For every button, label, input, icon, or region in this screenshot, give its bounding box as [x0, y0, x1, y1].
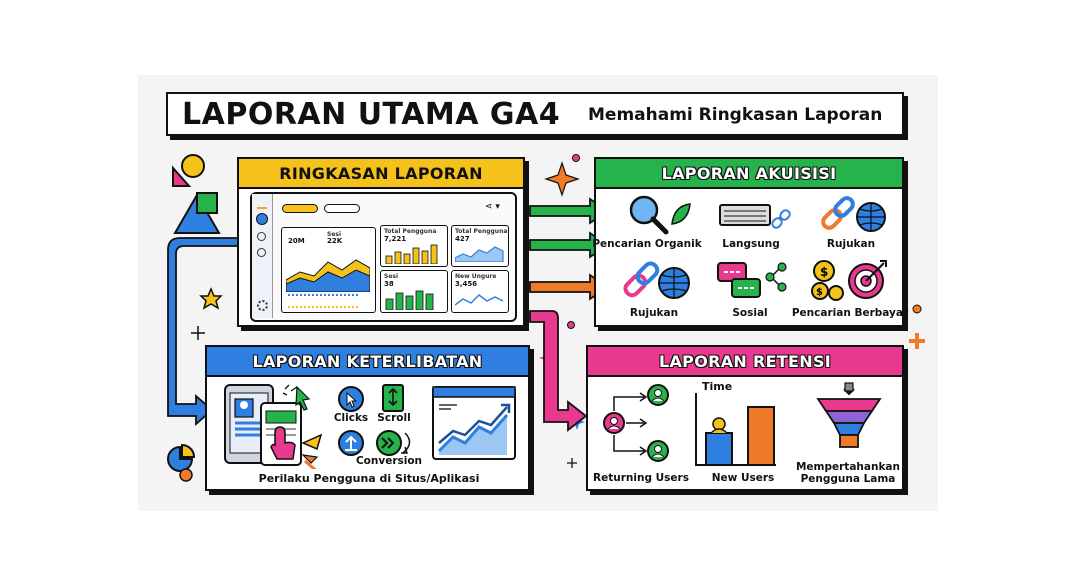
keterlibatan-caption: Perilaku Pengguna di Situs/Aplikasi — [258, 472, 480, 485]
scroll-icon — [382, 384, 404, 412]
explore-icon[interactable] — [257, 248, 266, 257]
akuisisi-label-social: Sosial — [732, 307, 768, 319]
widget-label: Sesi — [384, 273, 399, 280]
dashboard-sidebar — [252, 194, 273, 318]
deco-dot-pink-2 — [567, 321, 575, 329]
clicks-label: Clicks — [333, 412, 369, 424]
legend-dots — [288, 294, 358, 308]
widget-label: Total Pengguna — [384, 228, 437, 235]
page-subtitle: Memahami Ringkasan Laporan — [588, 105, 883, 125]
deco-dot-orange-right — [912, 304, 922, 314]
akuisisi-label-paid: Pencarian Berbayar — [791, 307, 909, 319]
returning-users-label: Returning Users — [593, 472, 689, 484]
reports-icon[interactable] — [257, 232, 266, 241]
akuisisi-header: LAPORAN AKUISISI — [596, 159, 902, 189]
keyboard-link-icon — [719, 204, 791, 229]
arrow-pink — [529, 310, 588, 432]
deco-dot-pink-1 — [572, 154, 580, 162]
widget-label: Total Pengguna — [455, 228, 508, 235]
new-users-label: New Users — [711, 472, 775, 484]
widget-new-users: New Ungure 3,456 — [451, 270, 509, 313]
coins-target-icon: $ $ — [811, 260, 887, 301]
retain-label: Mempertahankan Pengguna Lama — [795, 461, 900, 485]
time-axis-label: Time — [702, 380, 733, 393]
widget-sessions-2: Sesi 38 — [380, 270, 448, 313]
analytics-icon — [257, 199, 267, 209]
home-icon[interactable] — [256, 213, 268, 225]
line-chart-blue-2 — [455, 294, 504, 306]
bar-chart-green — [385, 290, 434, 310]
deco-star-yellow — [199, 287, 223, 310]
svg-text:$: $ — [820, 265, 828, 279]
widget-value: 3,456 — [455, 280, 478, 288]
deco-circle-yellow — [181, 154, 205, 178]
ringkasan-header: RINGKASAN LAPORAN — [239, 159, 523, 189]
conversion-icon — [376, 430, 411, 456]
svg-text:$: $ — [816, 287, 823, 298]
akuisisi-label-referral: Rujukan — [826, 238, 876, 250]
funnel-icon — [816, 382, 882, 448]
deco-plus — [191, 326, 205, 340]
devices-touch-icon — [224, 384, 323, 469]
widget-total-users: Total Pengguna 7,221 — [380, 225, 448, 267]
deco-pie — [167, 445, 194, 472]
widget-value: 38 — [384, 280, 394, 288]
bar-chart-yellow — [385, 244, 438, 264]
widget-label: New Ungure — [455, 273, 497, 280]
share-icon[interactable]: ⋖ ▾ — [485, 202, 500, 212]
filter-pill[interactable] — [324, 204, 360, 213]
widget-sessions: 20M Sesi 22K — [281, 227, 376, 313]
widget-total-users-2: Total Pengguna 427 — [451, 225, 509, 267]
keterlibatan-header: LAPORAN KETERLIBATAN — [207, 347, 528, 377]
card-akuisisi: LAPORAN AKUISISI Pencarian Organik Langs… — [592, 157, 908, 327]
click-icon — [338, 386, 364, 412]
chain-globe-icon-2 — [623, 261, 690, 299]
upload-icon — [338, 430, 364, 456]
engagement-chart — [432, 386, 516, 460]
akuisisi-label-organic: Pencarian Organik — [592, 238, 702, 250]
card-retensi: LAPORAN RETENSI Returning Users Time New… — [586, 345, 904, 491]
widget-label: Sesi — [327, 231, 342, 238]
deco-pie-slice — [181, 443, 196, 458]
deco-plus-orange — [909, 333, 925, 349]
title-banner: LAPORAN UTAMA GA4 Memahami Ringkasan Lap… — [166, 92, 904, 136]
deco-dot-orange — [179, 468, 193, 482]
chat-share-icon — [717, 262, 787, 298]
akuisisi-label-referral-2: Rujukan — [629, 307, 679, 319]
deco-triangle-pink — [172, 165, 192, 187]
chain-globe-icon — [821, 196, 886, 232]
widget-value: 427 — [455, 235, 470, 243]
settings-icon[interactable] — [257, 300, 268, 311]
line-chart-blue — [455, 246, 504, 262]
area-chart — [286, 259, 370, 292]
retensi-header: LAPORAN RETENSI — [588, 347, 902, 377]
widget-value: 7,221 — [384, 235, 407, 243]
scroll-label: Scroll — [377, 412, 411, 424]
card-keterlibatan: LAPORAN KETERLIBATAN Clicks Scroll Conve… — [205, 345, 530, 491]
page-title: LAPORAN UTAMA GA4 — [182, 97, 561, 132]
dashboard-mock: ⋖ ▾ 20M Sesi 22K Total Pengguna 7,221 — [250, 192, 517, 322]
deco-square-green — [196, 192, 218, 214]
card-ringkasan: RINGKASAN LAPORAN ⋖ ▾ 20M Sesi 22K Total… — [237, 157, 525, 327]
deco-plus-small — [567, 458, 577, 468]
widget-value: 22K — [327, 237, 343, 245]
deco-sparkle-orange — [544, 161, 580, 197]
retention-bar-chart — [695, 393, 776, 466]
conversion-label: Conversion — [355, 455, 423, 467]
arrow-blue — [167, 237, 239, 426]
filter-pill-yellow[interactable] — [282, 204, 318, 213]
akuisisi-label-direct: Langsung — [722, 238, 780, 250]
magnifier-leaf-icon — [629, 195, 691, 235]
returning-users-icon — [603, 384, 669, 462]
widget-value-2: 20M — [288, 237, 305, 245]
